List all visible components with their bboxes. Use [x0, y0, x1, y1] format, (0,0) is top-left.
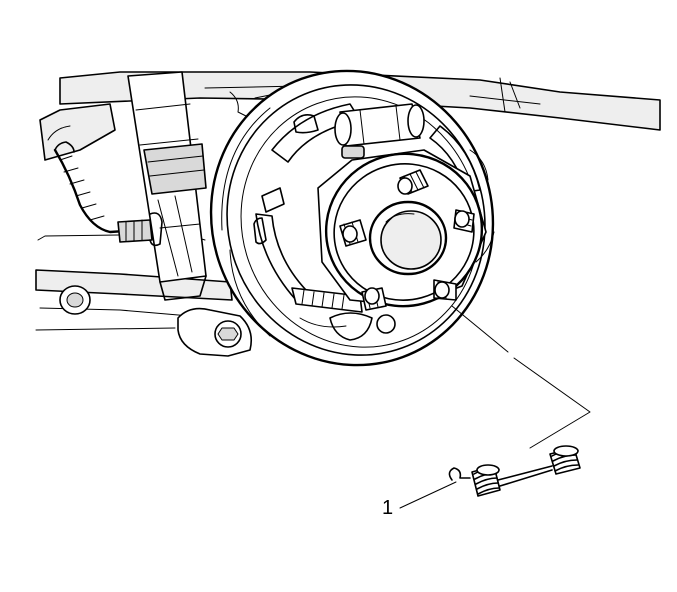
callout-1-label: 1 — [382, 497, 393, 519]
callout-1-leader — [399, 481, 457, 509]
wheel-stud — [397, 169, 429, 195]
spring-coil-right — [549, 445, 581, 475]
spring-coil-left — [471, 464, 501, 497]
wheel-hub — [317, 149, 487, 311]
wheel-stud — [361, 287, 387, 311]
shock-absorber — [127, 71, 207, 301]
wheel-stud — [433, 279, 457, 301]
axle-bushing — [59, 285, 253, 357]
wheel-stud — [339, 219, 367, 247]
wheel-stud — [453, 209, 475, 233]
leader-lines — [451, 305, 591, 449]
callout-1: 1 — [382, 481, 457, 519]
shoe-return-spring — [448, 445, 581, 497]
brake-hose — [53, 141, 201, 247]
